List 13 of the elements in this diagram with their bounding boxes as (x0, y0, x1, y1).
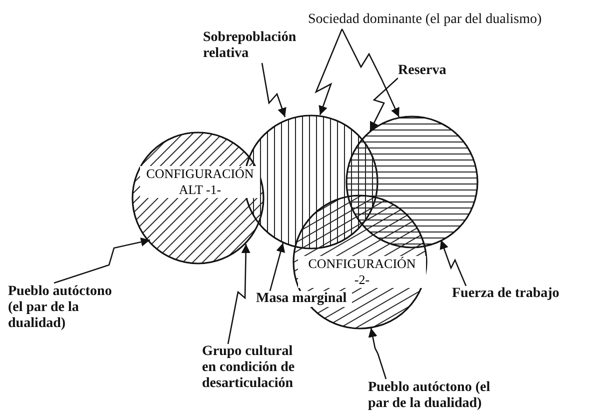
zigzag-arrow (269, 242, 286, 292)
zigzag-arrow (440, 240, 467, 286)
zigzag-arrow (369, 78, 398, 132)
zigzag-arrow (341, 28, 400, 118)
zigzag-arrow (314, 28, 343, 116)
configuration-label: CONFIGURACIÓN -2- (298, 256, 426, 288)
zigzag-arrow (54, 238, 150, 284)
zigzag-arrow (261, 62, 286, 118)
configuration-label: CONFIGURACIÓN ALT -1- (140, 166, 260, 198)
zigzag-arrow (227, 244, 250, 344)
callout-label: Masa marginal (256, 291, 352, 307)
zigzag-arrow (368, 328, 387, 380)
hatched-circle (292, 194, 428, 330)
